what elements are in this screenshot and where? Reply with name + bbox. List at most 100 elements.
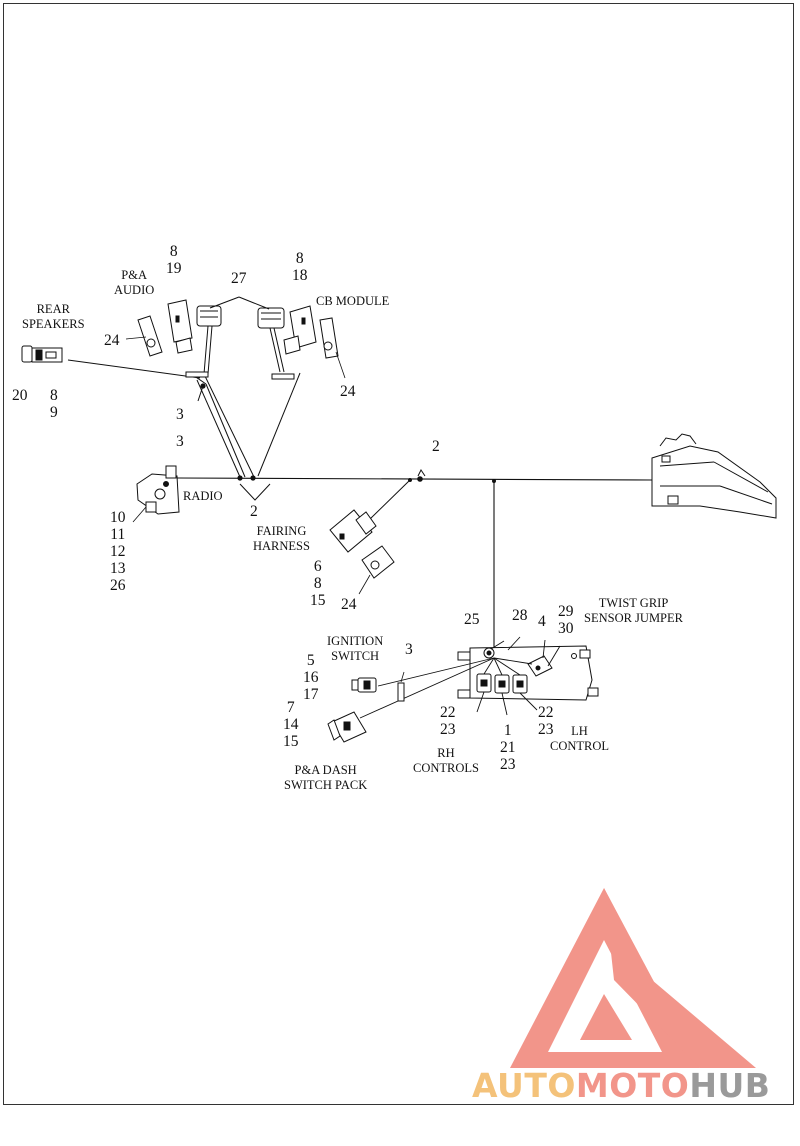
callout-24-right: 24 [340,383,356,400]
callout-rear-speaker-8-9: 8 9 [50,387,58,421]
callout-6: 6 [313,558,322,575]
callout-29: 29 [558,603,574,620]
callout-rh-right: 22 23 [538,704,554,738]
callout-radio: 10 11 12 13 26 [110,509,126,594]
dash-switch-connector [327,711,367,743]
callout-23: 23 [440,721,456,738]
pa-audio-connector [167,299,193,354]
callout-27: 27 [231,270,247,287]
lh-control-plug [527,655,553,677]
twin-plugs-27 [185,296,295,380]
callout-22: 22 [440,704,456,721]
lh-control-label-line2: CONTROL [550,739,610,753]
fairing-harness-label-line1: FAIRING [256,524,307,538]
callout-3-upper: 3 [176,406,184,423]
fairing-harness-label: FAIRING HARNESS [253,524,310,554]
pa-dash-label-line1: P&A DASH [294,763,357,777]
callout-15: 15 [283,733,299,750]
callout-18: 18 [292,267,308,284]
watermark-logo-mark [510,888,756,1068]
callout-rh-left: 22 23 [440,704,456,738]
callout-14: 14 [283,716,299,733]
fairing-harness-connector [329,509,377,553]
callout-13: 13 [110,560,126,577]
ignition-switch-label-line1: IGNITION [327,634,384,648]
callout-16: 16 [303,669,319,686]
lh-control-label-line1: LH [571,724,588,738]
callout-2-left: 2 [250,503,258,520]
rh-control-plugs [476,647,528,694]
pa-audio-label: P&A AUDIO [114,268,154,298]
callout-4: 4 [538,613,546,630]
callout-25: 25 [464,611,480,628]
terminal-clip-fairing [358,545,395,595]
twist-grip-label: TWIST GRIP SENSOR JUMPER [584,596,683,626]
ignition-switch-label-line2: SWITCH [331,649,380,663]
fairing-main-connector [651,433,777,519]
radio-connector [132,465,180,523]
rh-controls-label-line2: CONTROLS [413,761,479,775]
ignition-switch-label: IGNITION SWITCH [327,634,383,664]
callout-15: 15 [310,592,326,609]
pa-audio-label-line2: AUDIO [114,283,155,297]
rh-controls-label: RH CONTROLS [413,746,479,776]
callout-20: 20 [12,387,28,404]
callout-dash: 7 14 15 [283,699,299,750]
rear-speaker-connector [21,345,63,363]
rear-speakers-label: REAR SPEAKERS [22,302,85,332]
callout-24-fairing: 24 [341,596,357,613]
callout-17: 17 [303,686,319,703]
upper-branches [67,359,301,478]
callout-11: 11 [110,526,126,543]
fairing-branch [368,479,411,521]
callout-19: 19 [166,260,182,277]
watermark-text: AUTOMOTOHUB [472,1066,770,1105]
watermark-hub: HUB [689,1066,771,1105]
cb-module-label: CB MODULE [316,294,390,308]
fairing-harness-label-line2: HARNESS [253,539,310,553]
callout-2-mid: 2 [432,438,440,455]
pa-audio-label-line1: P&A [121,268,147,282]
twist-grip-label-line1: TWIST GRIP [598,596,669,610]
callout-12: 12 [110,543,126,560]
rear-speakers-label-line1: REAR [36,302,70,316]
callout-8: 8 [313,575,322,592]
callout-3-radio: 3 [176,433,184,450]
terminal-clip-right [319,317,346,379]
callout-7: 7 [286,699,295,716]
lh-control-label: LH CONTROL [550,724,609,754]
callout-1: 1 [503,722,512,739]
callout-9: 9 [50,404,58,421]
callout-22: 22 [538,704,554,721]
callout-10: 10 [110,509,126,526]
callout-26: 26 [110,577,126,594]
watermark-auto: AUTO [472,1066,576,1105]
callout-24-left: 24 [104,332,120,349]
callout-29-30: 29 30 [558,603,574,637]
terminal-clip-left [125,315,163,357]
twist-grip-label-line2: SENSOR JUMPER [584,611,683,625]
callout-8: 8 [169,243,178,260]
callout-30: 30 [558,620,574,637]
pa-dash-label-line2: SWITCH PACK [284,778,368,792]
rh-controls-label-line1: RH [437,746,455,760]
callout-8: 8 [50,387,58,404]
watermark-moto: MOTO [575,1066,690,1105]
page-border [3,3,794,1105]
callout-8: 8 [295,250,304,267]
rear-speakers-label-line2: SPEAKERS [22,317,85,331]
handlebar-fanout [359,636,561,719]
callout-ignition: 5 16 17 [303,652,319,703]
callout-pa-audio: 8 19 [166,243,182,277]
main-trunk [176,477,653,651]
callout-28: 28 [512,607,528,624]
callout-rh-mid: 1 21 23 [500,722,516,773]
split-markers [239,469,426,501]
callout-23: 23 [538,721,554,738]
callout-21: 21 [500,739,516,756]
callout-3-ignition: 3 [405,641,413,658]
callout-23: 23 [500,756,516,773]
cb-module-connector [283,305,317,355]
